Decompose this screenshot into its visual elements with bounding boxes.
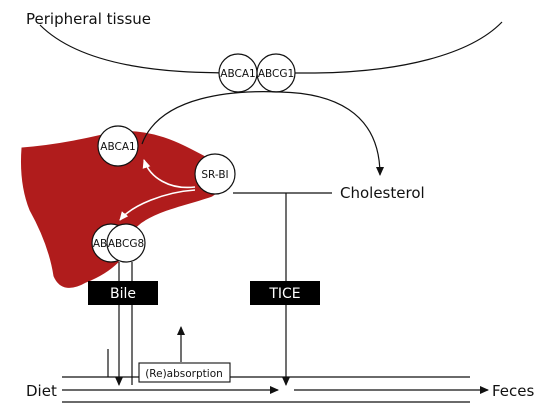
reabsorption-box: (Re)absorption [138, 362, 231, 383]
liver-abcg8-transporter: ABCG8 [106, 223, 146, 263]
peripheral-tissue-label: Peripheral tissue [26, 10, 151, 28]
svg-text:ABCA1: ABCA1 [220, 68, 255, 80]
liver-arrow-to-abca1 [142, 159, 196, 189]
svg-text:ABCA1: ABCA1 [100, 141, 135, 153]
liver-shape [21, 131, 223, 288]
liver-arrow-to-abcg [119, 189, 196, 221]
cholesterol-label: Cholesterol [340, 184, 425, 202]
intestine-upper-wall [62, 349, 470, 378]
svg-text:ABCG8: ABCG8 [108, 238, 144, 250]
arc-to-cholesterol [141, 91, 384, 176]
liver-srbi-transporter: SR-BI [194, 153, 236, 195]
svg-text:Bile: Bile [110, 286, 136, 302]
peripheral-abca1-transporter: ABCA1 [218, 53, 258, 93]
svg-text:ABCG1: ABCG1 [258, 68, 294, 80]
svg-text:(Re)absorption: (Re)absorption [145, 368, 223, 380]
svg-text:SR-BI: SR-BI [201, 169, 228, 181]
tice-box: TICE [250, 281, 320, 305]
bile-box: Bile [88, 281, 158, 305]
svg-text:TICE: TICE [268, 286, 300, 302]
feces-label: Feces [492, 382, 535, 400]
liver-abca1-transporter: ABCA1 [97, 125, 139, 167]
peripheral-abcg1-transporter: ABCG1 [256, 53, 296, 93]
diet-label: Diet [26, 382, 57, 400]
